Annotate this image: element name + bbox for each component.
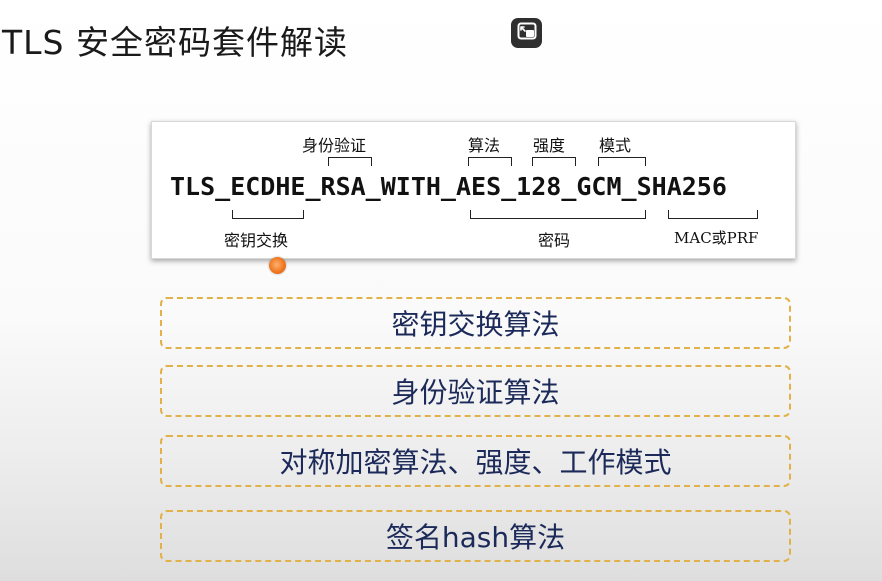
bracket-mode (598, 157, 646, 166)
restore-window-button[interactable] (511, 18, 542, 48)
category-signature-hash: 签名hash算法 (160, 510, 791, 562)
category-key-exchange: 密钥交换算法 (160, 297, 791, 349)
label-mac-prf: MAC或PRF (674, 229, 759, 247)
label-strength: 强度 (533, 136, 566, 155)
category-symmetric-encryption: 对称加密算法、强度、工作模式 (160, 435, 791, 487)
label-key-exchange: 密钥交换 (224, 231, 289, 250)
bracket-mac-prf (668, 210, 758, 219)
slide-title: TLS 安全密码套件解读 (2, 23, 348, 62)
cipher-suite-diagram: 身份验证 算法 强度 模式 TLS_ECDHE_RSA_WITH_AES_128… (151, 121, 796, 259)
pointer-cursor (269, 257, 286, 274)
bracket-algorithm (468, 157, 512, 166)
label-algorithm: 算法 (468, 136, 501, 155)
bracket-key-exchange (232, 210, 304, 219)
bracket-cipher (470, 210, 646, 219)
cipher-suite-string: TLS_ECDHE_RSA_WITH_AES_128_GCM_SHA256 (170, 172, 727, 201)
category-authentication: 身份验证算法 (160, 365, 791, 417)
label-cipher: 密码 (538, 231, 571, 250)
bracket-authentication (328, 157, 372, 166)
label-authentication: 身份验证 (302, 136, 367, 155)
bracket-strength (532, 157, 576, 166)
label-mode: 模式 (599, 136, 632, 155)
restore-window-icon (517, 22, 537, 44)
